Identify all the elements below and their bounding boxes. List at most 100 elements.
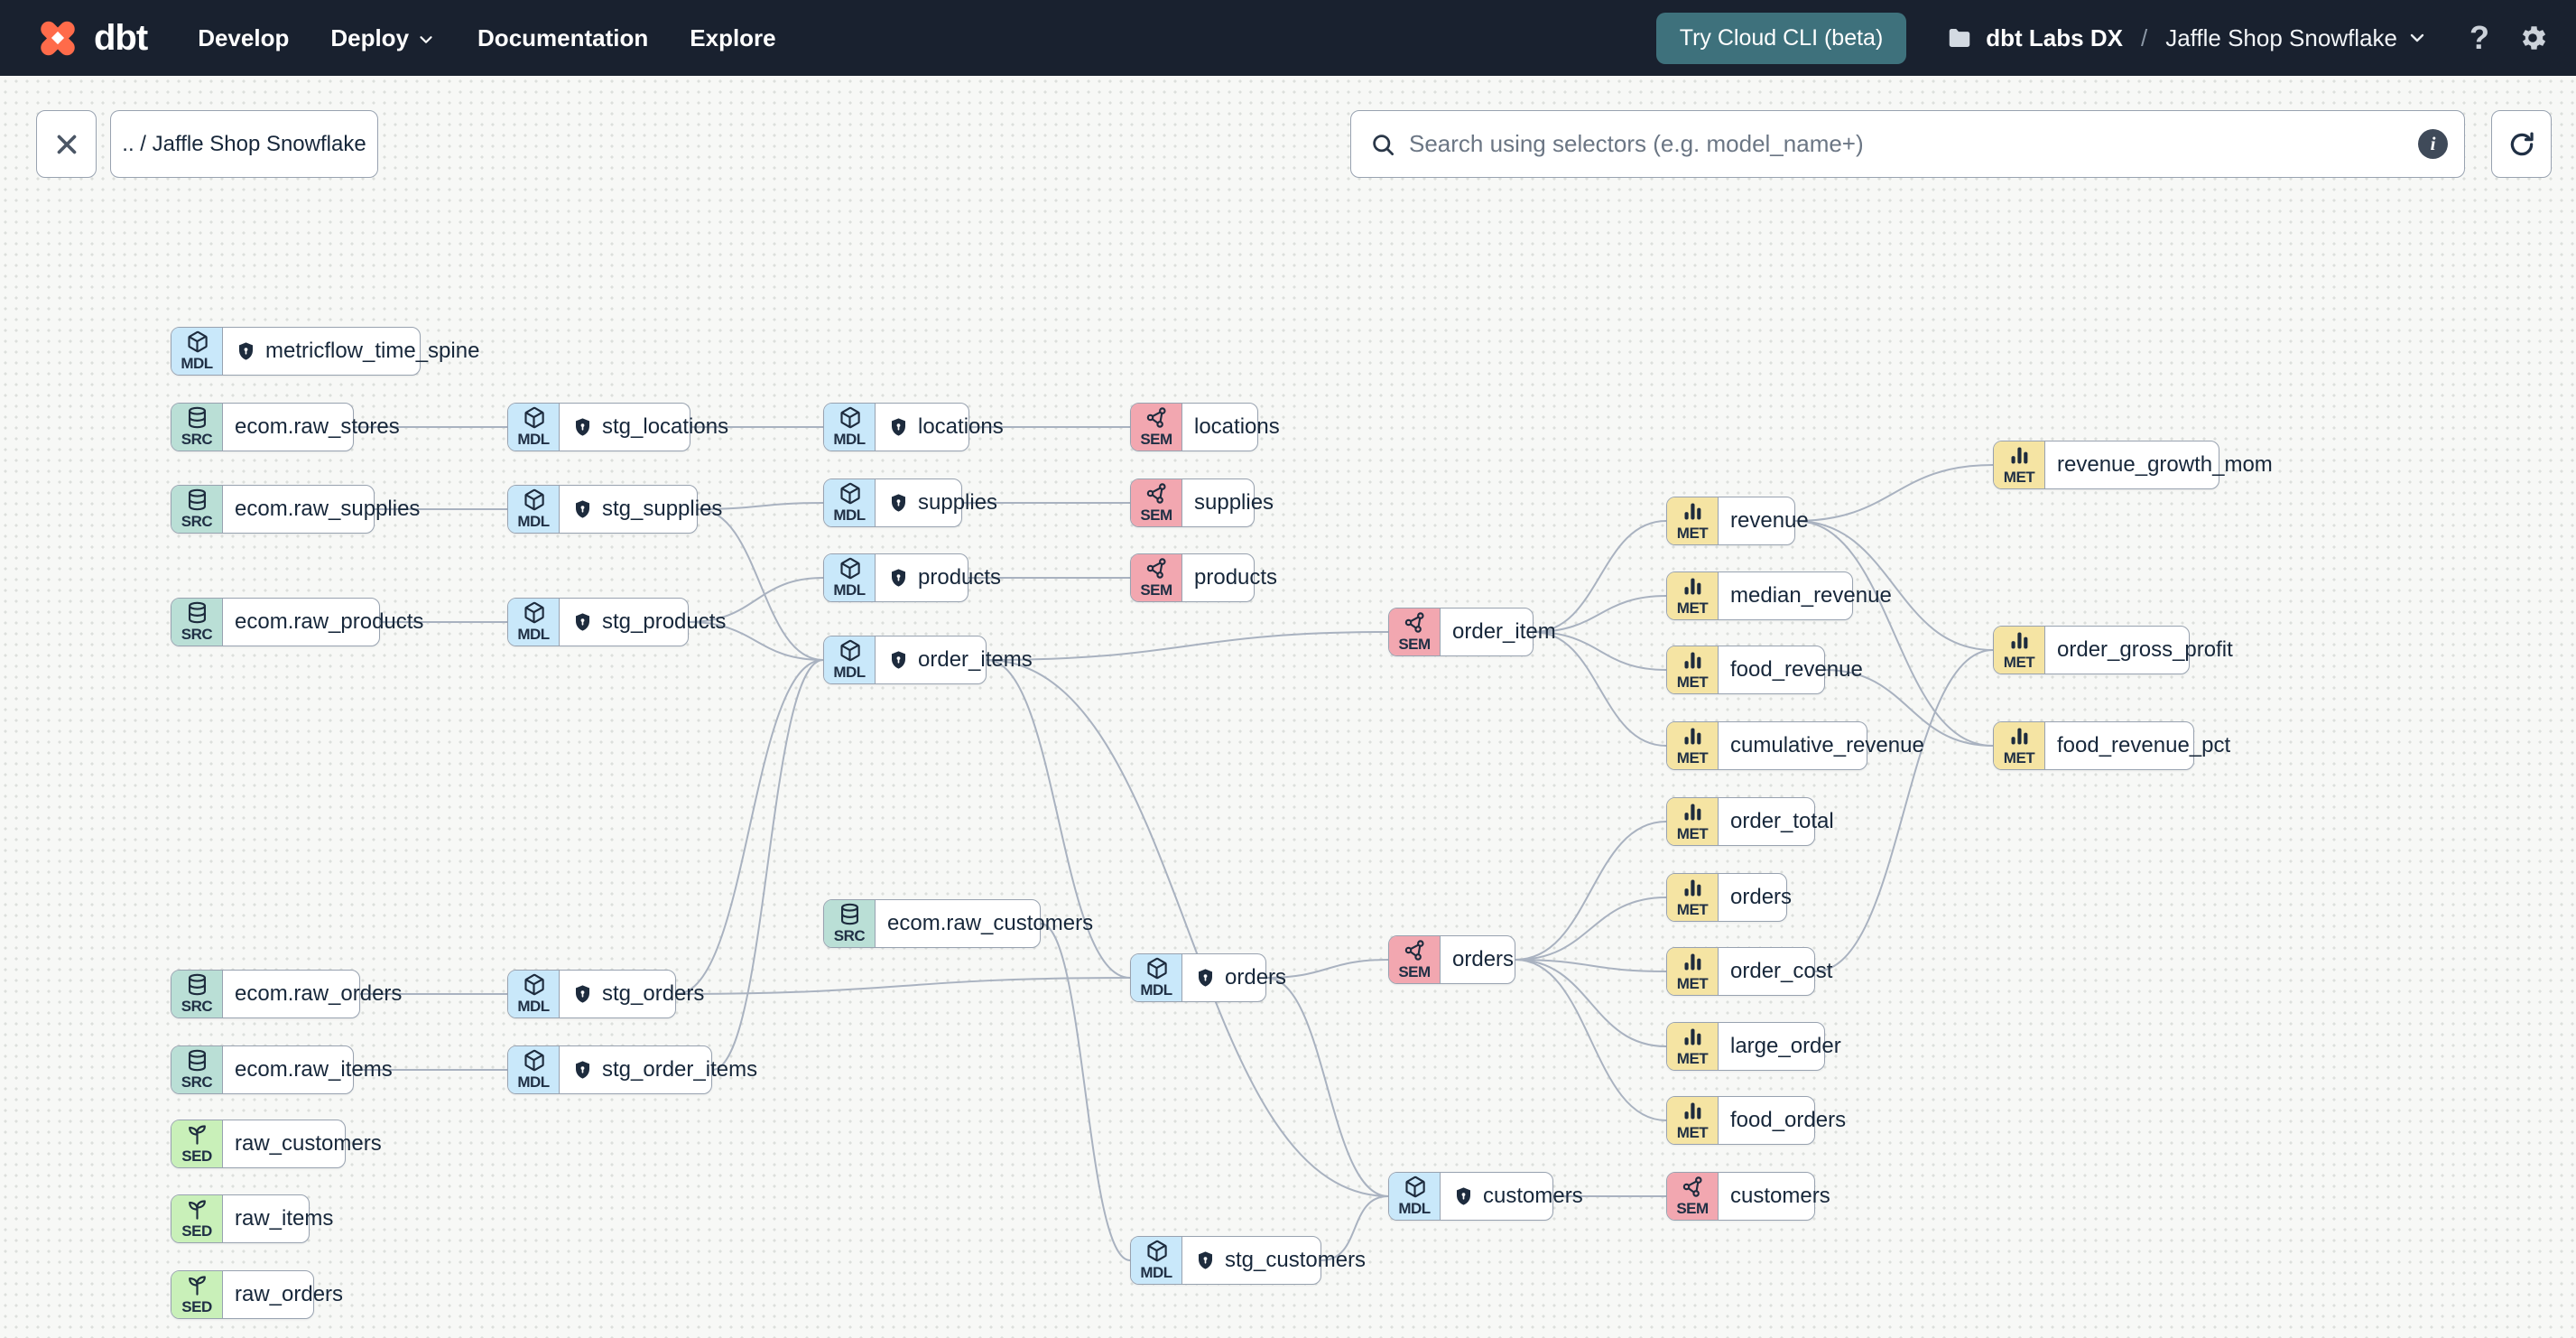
node-body: stg_customers	[1182, 1237, 1380, 1284]
refresh-button[interactable]	[2491, 110, 2552, 178]
node-type-label: MET	[1676, 901, 1709, 918]
nav-item-deploy[interactable]: Deploy	[330, 24, 436, 52]
shield-icon	[576, 612, 589, 631]
node-body: ecom.raw_orders	[223, 971, 416, 1017]
database-icon	[188, 1049, 206, 1072]
nav-item-documentation[interactable]: Documentation	[477, 23, 649, 51]
node-type-label: MET	[2003, 469, 2035, 486]
node-type-label: MDL	[1140, 1264, 1172, 1281]
shield-icon	[576, 499, 589, 518]
node-type-cell: MET	[1667, 874, 1719, 921]
seedling-icon	[188, 1200, 206, 1220]
breadcrumb[interactable]: .. / Jaffle Shop Snowflake	[110, 110, 378, 178]
close-button[interactable]	[36, 110, 97, 178]
node-body: order_cost	[1719, 948, 1847, 995]
cube-icon	[1146, 957, 1167, 980]
node-revenue_growth_mom[interactable]: MET revenue_growth_mom	[1993, 441, 2273, 489]
metric-icon	[1684, 953, 1700, 971]
node-type-cell: SED	[171, 1271, 223, 1318]
node-type-cell: SRC	[171, 486, 223, 533]
info-icon[interactable]: i	[2418, 129, 2448, 159]
metric-icon	[1684, 578, 1700, 595]
project-name[interactable]: Jaffle Shop Snowflake	[2165, 24, 2428, 52]
node-type-cell: MDL	[824, 479, 876, 526]
metric-icon	[1684, 652, 1700, 669]
node-type-label: MDL	[833, 431, 866, 448]
cube-icon	[839, 639, 860, 662]
node-label: revenue_growth_mom	[2057, 452, 2273, 477]
node-locations_model[interactable]: MDL locations	[823, 403, 1004, 451]
node-type-cell: MDL	[824, 404, 876, 451]
project-picker[interactable]: dbt Labs DX / Jaffle Shop Snowflake	[1946, 24, 2428, 52]
nav-item-develop[interactable]: Develop	[198, 23, 290, 51]
node-type-label: MDL	[833, 506, 866, 524]
node-body: ecom.raw_stores	[223, 404, 414, 451]
node-orders_met[interactable]: MET orders	[1666, 873, 1792, 922]
shield-icon	[892, 568, 905, 587]
node-type-cell: MDL	[508, 971, 560, 1017]
dbt-logo[interactable]: dbt	[34, 14, 148, 61]
help-icon[interactable]: ?	[2469, 19, 2489, 56]
database-icon	[188, 601, 206, 624]
node-type-cell: MET	[1667, 798, 1719, 845]
node-label: orders	[1730, 885, 1793, 909]
node-label: locations	[918, 414, 1004, 439]
nav-item-explore[interactable]: Explore	[690, 23, 776, 51]
search-input[interactable]	[1409, 130, 2418, 158]
node-type-label: MET	[1676, 1050, 1709, 1067]
node-body: stg_orders	[560, 971, 718, 1017]
try-cloud-cli-button[interactable]: Try Cloud CLI (beta)	[1655, 12, 1907, 64]
node-label: food_revenue_pct	[2057, 733, 2231, 757]
database-icon	[188, 406, 206, 429]
metric-icon	[1684, 1102, 1700, 1120]
node-type-label: MDL	[181, 355, 213, 372]
node-type-label: SRC	[181, 513, 213, 530]
account-name[interactable]: dbt Labs DX	[1986, 23, 2123, 51]
node-label: stg_orders	[602, 981, 705, 1006]
gear-icon[interactable]	[2516, 22, 2549, 54]
search-icon	[1373, 134, 1394, 155]
node-type-label: SED	[181, 1148, 212, 1165]
node-type-label: MET	[1676, 749, 1709, 767]
node-type-label: MET	[1676, 525, 1709, 542]
cube-icon	[187, 330, 208, 353]
node-stg_orders[interactable]: MDL stg_orders	[507, 970, 704, 1018]
metric-icon	[2011, 728, 2027, 745]
